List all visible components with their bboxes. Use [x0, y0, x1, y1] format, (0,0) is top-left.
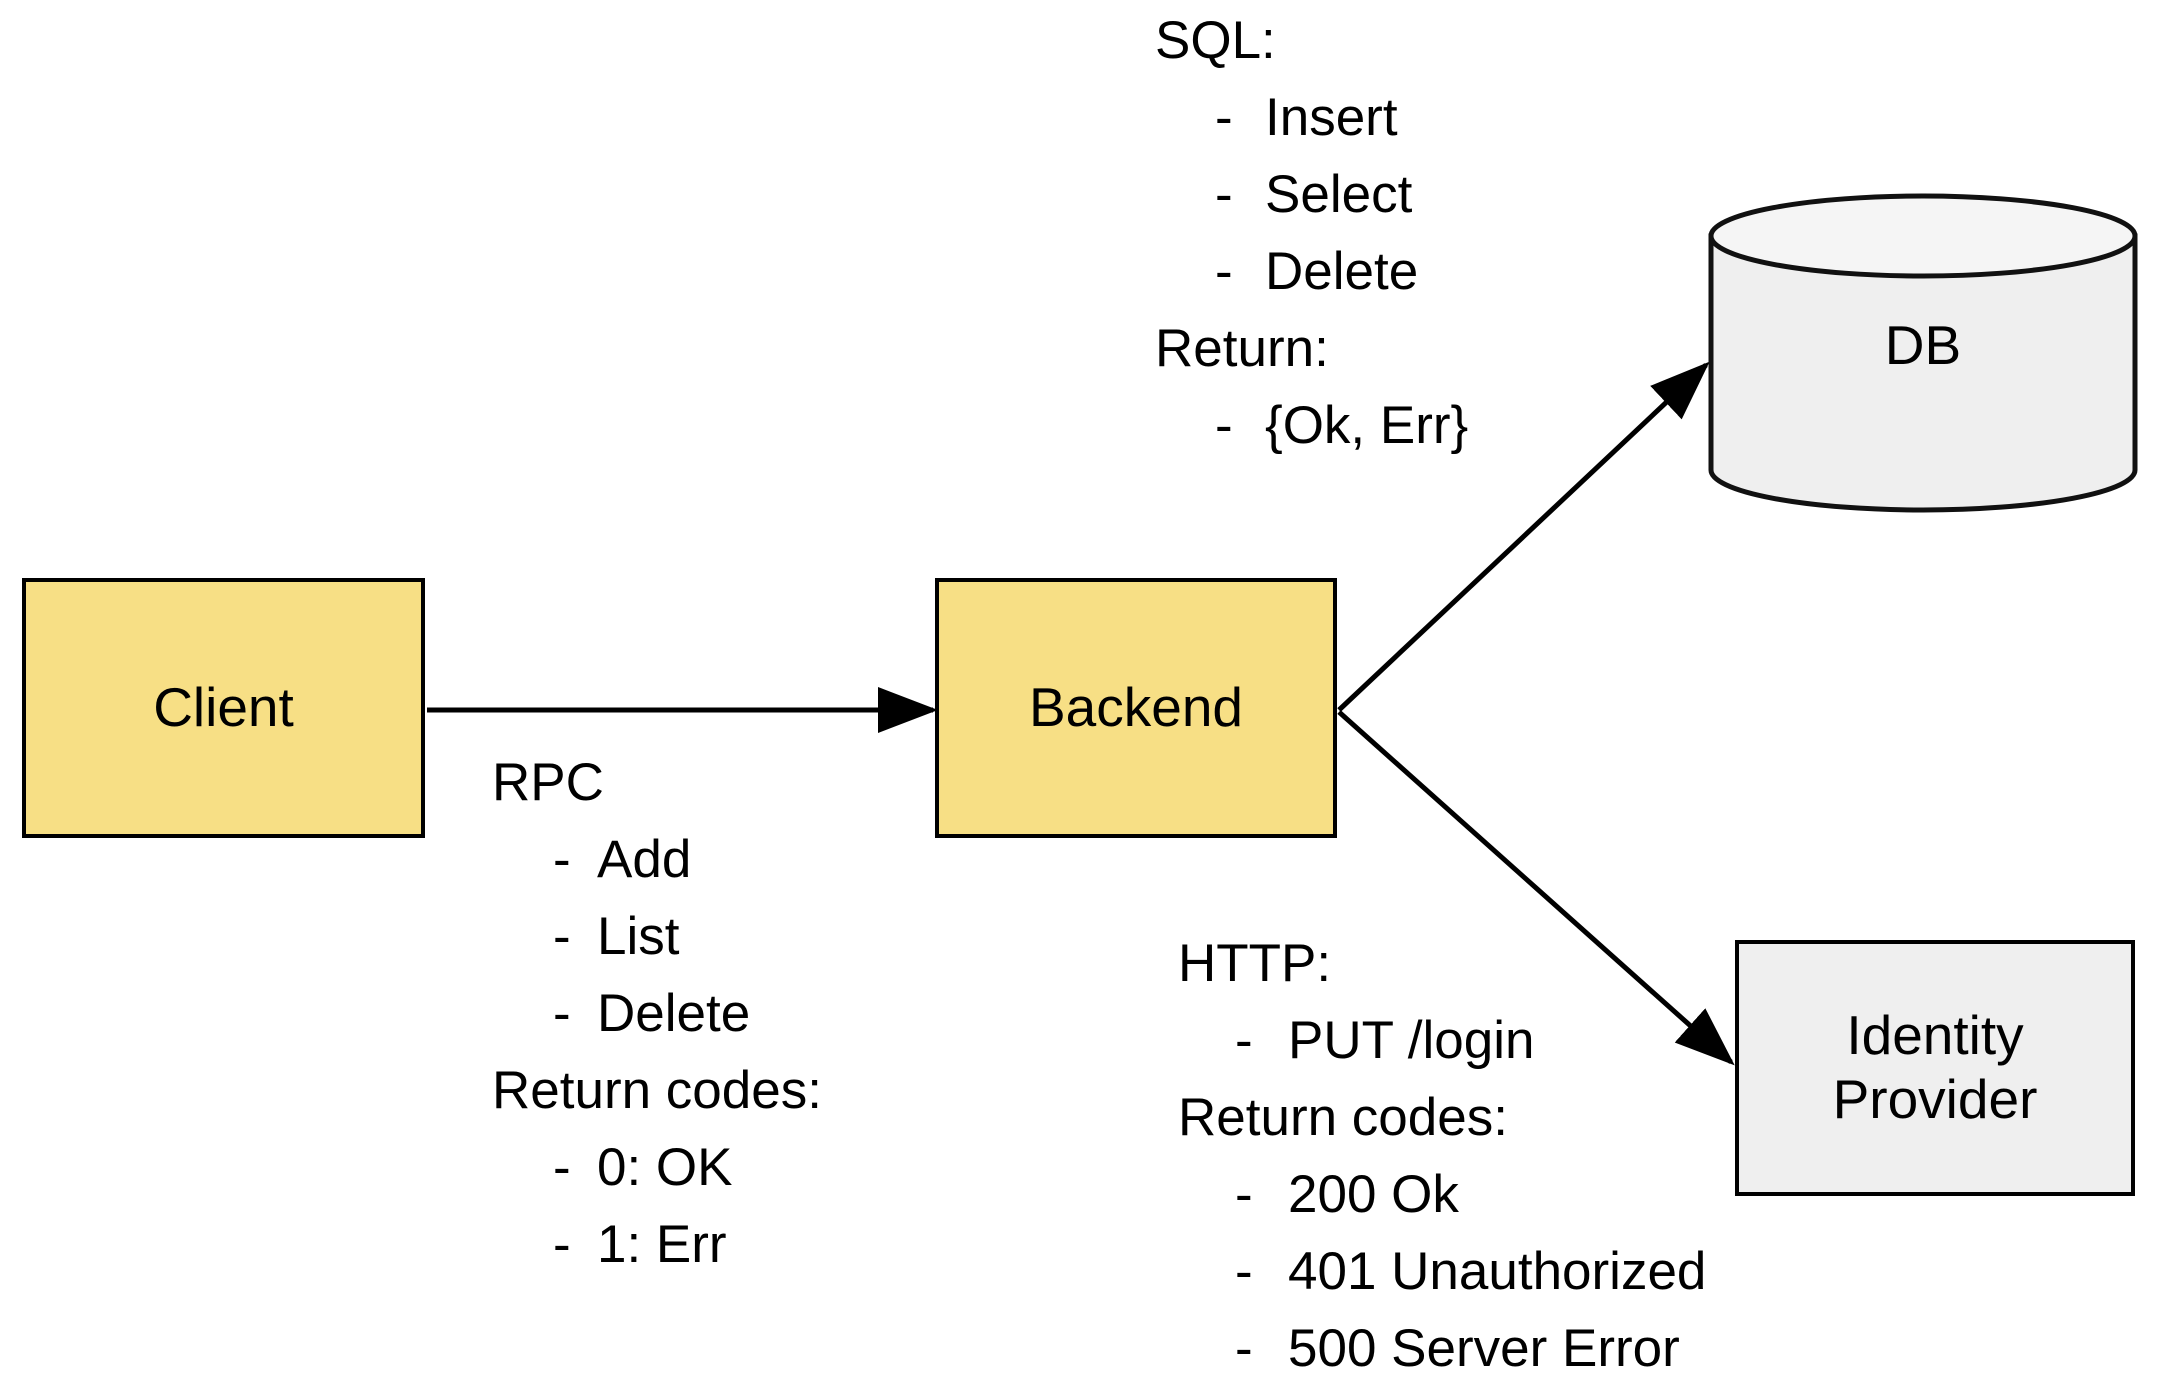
rpc-return-row: -1: Err: [492, 1206, 822, 1283]
node-client-label: Client: [153, 676, 294, 739]
http-return-row: -200 Ok: [1178, 1156, 1706, 1233]
rpc-method-row: -Add: [492, 821, 822, 898]
bullet-dash: -: [1235, 1319, 1253, 1378]
edge-backend-to-identity-provider: [1337, 710, 1735, 1066]
bullet-dash: -: [553, 1215, 571, 1274]
rpc-method-add: Add: [597, 830, 692, 889]
rpc-protocol-heading: RPC: [492, 753, 604, 812]
sql-statement-delete: Delete: [1265, 242, 1419, 301]
node-identity-provider[interactable]: Identity Provider: [1735, 940, 2135, 1196]
annotation-sql: SQL: -Insert -Select -Delete Return: -{O…: [1155, 2, 1468, 464]
bullet-dash: -: [1215, 88, 1233, 147]
database-cylinder-icon: [1708, 193, 2138, 513]
http-return-row: -500 Server Error: [1178, 1310, 1706, 1387]
bullet-dash: -: [553, 907, 571, 966]
http-request-put-login: PUT /login: [1288, 1011, 1535, 1070]
sql-statement-row: -Select: [1155, 156, 1468, 233]
node-db[interactable]: DB: [1708, 193, 2138, 513]
rpc-return-code-err: 1: Err: [597, 1215, 727, 1274]
rpc-return-row: -0: OK: [492, 1129, 822, 1206]
http-protocol-heading: HTTP:: [1178, 934, 1332, 993]
rpc-return-heading: Return codes:: [492, 1061, 822, 1120]
sql-protocol-heading: SQL:: [1155, 11, 1276, 70]
bullet-dash: -: [553, 830, 571, 889]
sql-return-row: -{Ok, Err}: [1155, 387, 1468, 464]
node-backend[interactable]: Backend: [935, 578, 1337, 838]
bullet-dash: -: [1215, 165, 1233, 224]
node-identity-provider-label: Identity Provider: [1832, 1004, 2038, 1130]
sql-statement-row: -Delete: [1155, 233, 1468, 310]
bullet-dash: -: [1235, 1011, 1253, 1070]
http-request-row: -PUT /login: [1178, 1002, 1706, 1079]
http-return-heading: Return codes:: [1178, 1088, 1508, 1147]
edge-backend-to-db: [1337, 361, 1710, 712]
sql-return-value: {Ok, Err}: [1265, 396, 1469, 455]
http-return-code-500: 500 Server Error: [1288, 1319, 1680, 1378]
rpc-method-list: List: [597, 907, 680, 966]
annotation-http: HTTP: -PUT /login Return codes: -200 Ok …: [1178, 925, 1706, 1387]
annotation-rpc: RPC -Add -List -Delete Return codes: -0:…: [492, 744, 822, 1283]
rpc-return-code-ok: 0: OK: [597, 1138, 733, 1197]
node-client[interactable]: Client: [22, 578, 425, 838]
bullet-dash: -: [1235, 1165, 1253, 1224]
bullet-dash: -: [553, 1138, 571, 1197]
rpc-method-row: -Delete: [492, 975, 822, 1052]
rpc-method-delete: Delete: [597, 984, 751, 1043]
bullet-dash: -: [1215, 396, 1233, 455]
http-return-code-401: 401 Unauthorized: [1288, 1242, 1707, 1301]
http-return-row: -401 Unauthorized: [1178, 1233, 1706, 1310]
node-backend-label: Backend: [1028, 676, 1244, 739]
bullet-dash: -: [1235, 1242, 1253, 1301]
sql-statement-select: Select: [1265, 165, 1413, 224]
bullet-dash: -: [553, 984, 571, 1043]
http-return-code-200: 200 Ok: [1288, 1165, 1459, 1224]
bullet-dash: -: [1215, 242, 1233, 301]
rpc-method-row: -List: [492, 898, 822, 975]
sql-statement-row: -Insert: [1155, 79, 1468, 156]
node-db-label: DB: [1884, 314, 1962, 376]
sql-statement-insert: Insert: [1265, 88, 1398, 147]
sql-return-heading: Return:: [1155, 319, 1329, 378]
